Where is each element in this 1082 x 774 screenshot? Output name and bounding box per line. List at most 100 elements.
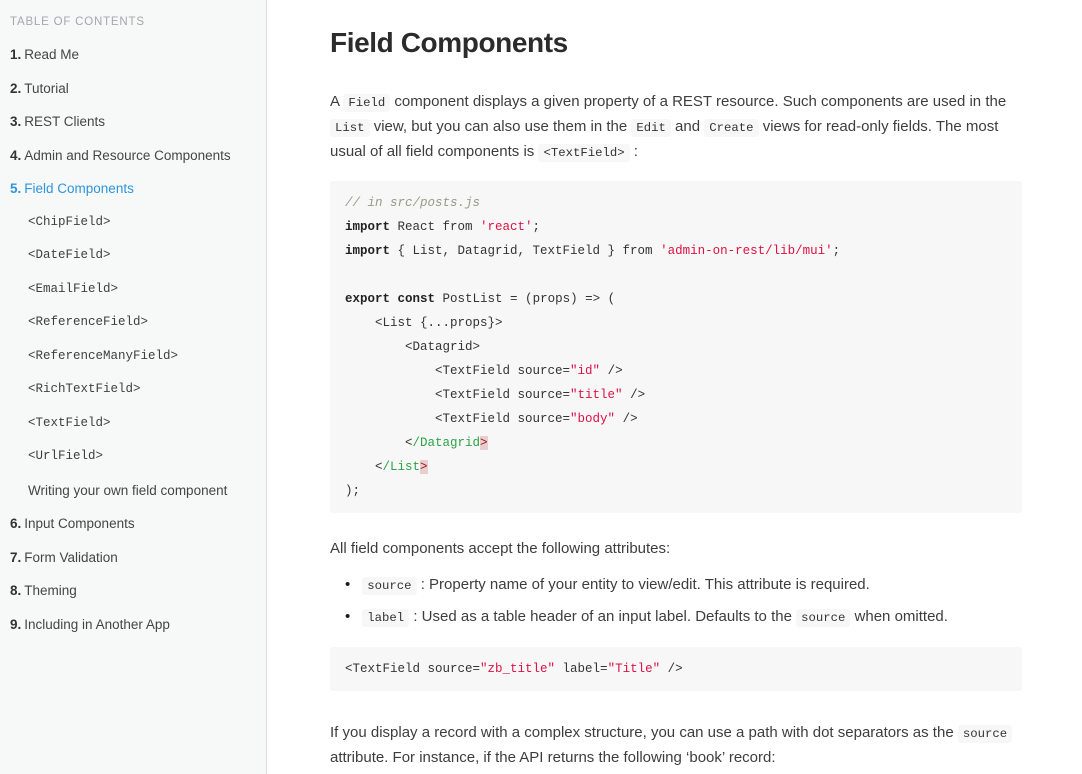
code-line: <TextField source="title" /> bbox=[345, 383, 1007, 407]
toc-subitem-referencemanyfield[interactable]: <ReferenceManyField> bbox=[28, 349, 256, 363]
code-line bbox=[345, 263, 1007, 287]
code-token bbox=[390, 292, 398, 306]
code-token-str: "title" bbox=[570, 388, 623, 402]
toc-item-number: 6. bbox=[10, 516, 22, 531]
code-token-kw: import bbox=[345, 244, 391, 258]
code-line: <TextField source="id" /> bbox=[345, 359, 1007, 383]
code-token-grn: /Datagrid bbox=[412, 436, 481, 450]
toc-item-number: 4. bbox=[10, 147, 22, 163]
toc-subitem-emailfield[interactable]: <EmailField> bbox=[28, 282, 256, 296]
code-line: <List {...props}> bbox=[345, 311, 1007, 335]
code-token: /> bbox=[600, 364, 623, 378]
code-token: { List, Datagrid, TextField } from bbox=[390, 244, 661, 258]
toc-item-label: <EmailField> bbox=[28, 281, 119, 296]
toc-item-input-components[interactable]: 6.Input Components bbox=[10, 516, 256, 531]
toc-item-label: <ReferenceField> bbox=[28, 315, 149, 329]
code-line: <TextField source="zb_title" label="Titl… bbox=[345, 657, 1007, 681]
toc-subitem-richtextfield[interactable]: <RichTextField> bbox=[28, 382, 256, 396]
toc-subitem-chipfield[interactable]: <ChipField> bbox=[28, 215, 256, 229]
code-token: <TextField source= bbox=[345, 364, 571, 378]
inline-code: source bbox=[362, 577, 417, 595]
code-token: ; bbox=[832, 244, 841, 258]
inline-code: List bbox=[330, 119, 370, 137]
code-token: /> bbox=[622, 388, 646, 402]
code-block-label-example: <TextField source="zb_title" label="Titl… bbox=[330, 647, 1022, 691]
code-token: <TextField source= bbox=[345, 388, 571, 402]
toc-item-number: 1. bbox=[10, 47, 22, 62]
toc-item-number: 2. bbox=[10, 80, 22, 96]
code-line: import React from 'react'; bbox=[345, 215, 1007, 239]
text-run: component displays a given property of a… bbox=[390, 93, 1007, 110]
text-run: and bbox=[670, 118, 705, 135]
toc-subitem-referencefield[interactable]: <ReferenceField> bbox=[28, 315, 256, 329]
text-run: : Property name of your entity to view/e… bbox=[416, 576, 870, 593]
text-run: view, but you can also use them in the bbox=[369, 118, 632, 135]
inline-code: label bbox=[362, 609, 410, 627]
code-token: PostList = (props) => ( bbox=[435, 292, 616, 306]
code-token-cm: // in src/posts.js bbox=[345, 196, 481, 210]
code-block-post-list: // in src/posts.js import React from 'rea… bbox=[330, 181, 1022, 513]
code-token: <Datagrid> bbox=[345, 340, 481, 354]
code-token-grn: /List bbox=[382, 460, 421, 474]
text-run: : Used as a table header of an input lab… bbox=[409, 608, 797, 625]
code-token: /> bbox=[615, 412, 638, 426]
code-token: <TextField source= bbox=[345, 412, 571, 426]
text-run: : bbox=[629, 143, 638, 160]
toc-subitem-textfield[interactable]: <TextField> bbox=[28, 416, 256, 430]
complex-structure-paragraph: If you display a record with a complex s… bbox=[330, 721, 1022, 770]
text-run: attribute. For instance, if the API retu… bbox=[330, 749, 776, 766]
page-title: Field Components bbox=[330, 27, 568, 58]
toc-item-form-validation[interactable]: 7.Form Validation bbox=[10, 550, 256, 565]
code-line: <Datagrid> bbox=[345, 335, 1007, 359]
code-token-str: 'admin-on-rest/lib/mui' bbox=[660, 244, 833, 258]
text-run: A bbox=[330, 93, 344, 110]
toc-item-label: Read Me bbox=[24, 47, 80, 62]
code-line: ); bbox=[345, 479, 1007, 503]
code-line: <TextField source="body" /> bbox=[345, 407, 1007, 431]
toc-item-read-me[interactable]: 1.Read Me bbox=[10, 47, 256, 62]
toc-item-label: Admin and Resource Components bbox=[24, 147, 231, 163]
inline-code: Field bbox=[343, 94, 391, 112]
toc-subitem-datefield[interactable]: <DateField> bbox=[28, 248, 256, 262]
toc-item-theming[interactable]: 8.Theming bbox=[10, 583, 256, 598]
toc-item-label: Form Validation bbox=[24, 549, 118, 565]
code-token-kw: import bbox=[345, 220, 391, 234]
toc-subitem-writing-your-own-field-component[interactable]: Writing your own field component bbox=[28, 483, 256, 498]
code-token: < bbox=[345, 436, 413, 450]
toc-item-number: 9. bbox=[10, 616, 22, 632]
toc-item-number: 3. bbox=[10, 114, 22, 129]
intro-paragraph: A Field component displays a given prope… bbox=[330, 90, 1022, 165]
code-token: <TextField source= bbox=[345, 662, 481, 676]
code-token-err: > bbox=[420, 460, 428, 474]
code-line: </Datagrid> bbox=[345, 431, 1007, 455]
attributes-list: source : Property name of your entity to… bbox=[345, 572, 1022, 631]
attribute-item-source: source : Property name of your entity to… bbox=[345, 572, 1022, 599]
toc-item-including-in-another-app[interactable]: 9.Including in Another App bbox=[10, 617, 256, 632]
inline-code: Edit bbox=[631, 119, 671, 137]
code-token-str: "body" bbox=[570, 412, 616, 426]
text-run: If you display a record with a complex s… bbox=[330, 724, 958, 741]
code-token-str: 'react' bbox=[480, 220, 533, 234]
code-token: < bbox=[345, 460, 383, 474]
toc-item-label: Including in Another App bbox=[24, 616, 170, 632]
toc-item-admin-and-resource-components[interactable]: 4.Admin and Resource Components bbox=[10, 148, 256, 163]
toc-item-field-components[interactable]: 5.Field Components bbox=[10, 181, 256, 196]
code-token: React from bbox=[390, 220, 481, 234]
toc-item-number: 5. bbox=[10, 181, 22, 196]
attribute-item-label: label : Used as a table header of an inp… bbox=[345, 604, 1022, 631]
code-token-str: "zb_title" bbox=[480, 662, 556, 676]
inline-code: source bbox=[796, 609, 851, 627]
toc-item-tutorial[interactable]: 2.Tutorial bbox=[10, 81, 256, 96]
toc-item-label: Writing your own field component bbox=[28, 482, 228, 498]
attributes-intro: All field components accept the followin… bbox=[330, 540, 671, 557]
toc-item-label: <UrlField> bbox=[28, 449, 104, 463]
toc-subitem-urlfield[interactable]: <UrlField> bbox=[28, 449, 256, 463]
toc-item-rest-clients[interactable]: 3.REST Clients bbox=[10, 114, 256, 129]
code-line: </List> bbox=[345, 455, 1007, 479]
code-line: export const PostList = (props) => ( bbox=[345, 287, 1007, 311]
toc-title: TABLE OF CONTENTS bbox=[10, 16, 145, 28]
code-line: import { List, Datagrid, TextField } fro… bbox=[345, 239, 1007, 263]
inline-code: <TextField> bbox=[538, 144, 630, 162]
toc-item-number: 8. bbox=[10, 583, 22, 598]
